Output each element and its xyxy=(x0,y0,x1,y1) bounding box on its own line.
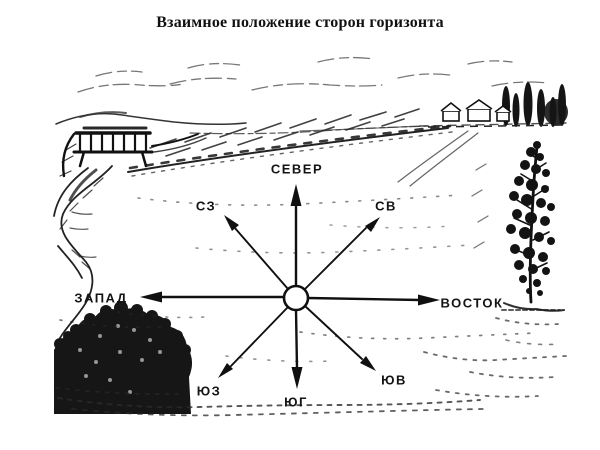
village-with-trees xyxy=(427,82,568,128)
clouds xyxy=(77,56,549,93)
compass-label-east: ВОСТОК xyxy=(440,295,504,311)
compass-label-northwest: СЗ xyxy=(195,198,217,214)
compass-arrow-northeast xyxy=(303,217,380,291)
compass-arrow-south xyxy=(291,308,303,389)
compass-rose xyxy=(140,184,440,389)
bush xyxy=(54,301,193,414)
compass-center-circle xyxy=(282,284,310,312)
compass-label-west: ЗАПАД xyxy=(74,290,128,306)
winding-river xyxy=(53,165,113,339)
page-title: Взаимное положение сторон горизонта xyxy=(156,14,444,31)
compass-label-south: ЮГ xyxy=(284,394,308,410)
compass-arrow-northwest xyxy=(224,215,289,290)
railway-bridge xyxy=(59,126,207,178)
compass-arrow-southeast xyxy=(304,305,376,371)
field-furrows xyxy=(127,108,479,187)
compass-label-southwest: ЮЗ xyxy=(196,383,222,399)
compass-arrow-north xyxy=(290,184,302,288)
compass-label-southeast: ЮВ xyxy=(381,372,407,388)
tall-tree xyxy=(471,141,565,312)
compass-label-north: СЕВЕР xyxy=(270,161,324,177)
compass-label-northeast: СВ xyxy=(375,198,397,214)
compass-arrow-west xyxy=(140,291,286,303)
compass-arrow-southwest xyxy=(218,306,289,378)
compass-arrow-east xyxy=(306,294,440,306)
